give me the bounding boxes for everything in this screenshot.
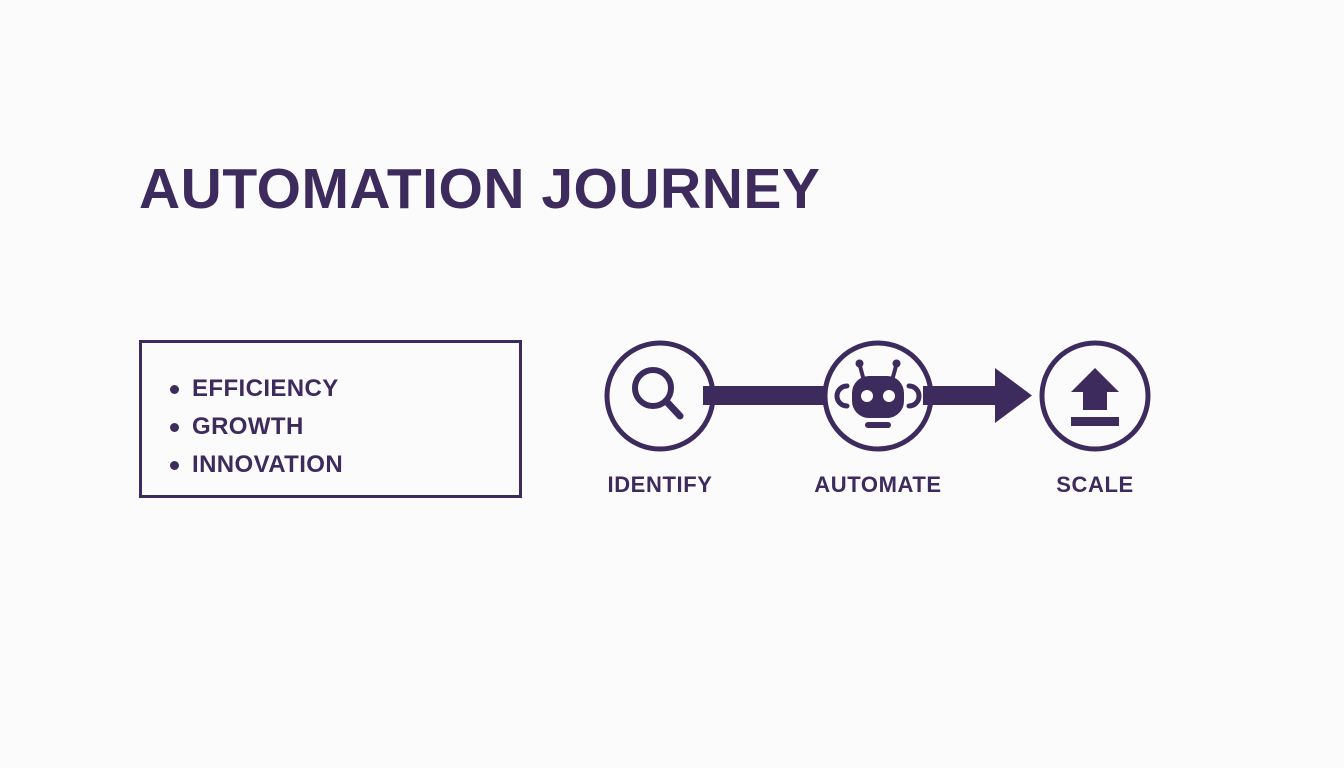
step-circle-identify[interactable] [604,340,716,452]
upload-arrow-icon [1071,368,1119,426]
process-flow: IDENTIFY AUTOMATE SCALE [595,330,1175,515]
connector-arrow-automate-scale [923,368,1032,423]
step-label-scale: SCALE [1056,472,1134,497]
page-title: AUTOMATION JOURNEY [139,157,821,221]
connector-bar-identify-automate [703,386,825,405]
bullet-dot-icon [170,384,179,394]
process-flow-graphic [604,340,1151,452]
step-circle-automate[interactable] [822,340,934,452]
benefits-box: EFFICIENCY GROWTH INNOVATION [139,340,522,498]
list-item: INNOVATION [170,446,519,484]
bullet-dot-icon [170,460,179,470]
robot-icon [834,359,922,428]
list-item: GROWTH [170,408,519,446]
process-flow-labels: IDENTIFY AUTOMATE SCALE [595,472,1175,512]
step-circle-scale[interactable] [1039,340,1151,452]
magnifier-icon [632,367,684,420]
bullet-dot-icon [170,422,179,432]
benefit-label-efficiency: EFFICIENCY [192,375,339,402]
benefit-label-innovation: INNOVATION [192,451,344,478]
step-label-automate: AUTOMATE [814,472,942,497]
step-label-identify: IDENTIFY [607,472,713,497]
list-item: EFFICIENCY [170,370,519,408]
benefits-list: EFFICIENCY GROWTH INNOVATION [142,343,519,484]
benefit-label-growth: GROWTH [192,413,304,440]
